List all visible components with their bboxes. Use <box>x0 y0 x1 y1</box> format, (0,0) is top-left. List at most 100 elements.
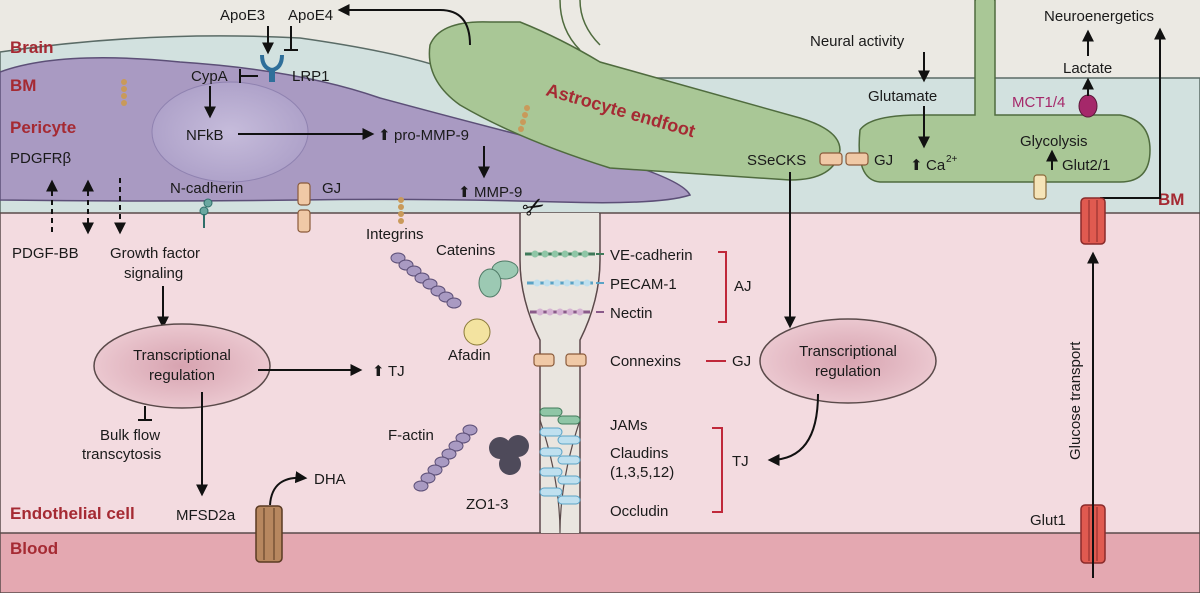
label-aj: AJ <box>734 278 752 295</box>
intercellular-cleft <box>521 213 599 533</box>
nectin-icon <box>530 308 590 316</box>
label-pro-mmp9: pro-MMP-9 <box>394 127 469 144</box>
astrocyte-stalk <box>976 0 994 118</box>
label-integrins: Integrins <box>366 226 424 243</box>
pericyte-nucleus <box>151 81 309 183</box>
label-pdgfbb: PDGF-BB <box>12 245 79 262</box>
label-cypa: CypA <box>191 68 228 85</box>
arrow-glucose-neuro <box>1100 27 1166 199</box>
label-nfkb: NFkB <box>186 127 224 144</box>
label-growth-factor: Growth factor <box>110 245 200 262</box>
label-connexins: Connexins <box>610 353 681 370</box>
label-neuroenergetics: Neuroenergetics <box>1044 8 1154 25</box>
label-glucose-transport: Glucose transport <box>1067 341 1084 460</box>
label-claudins: Claudins <box>610 445 668 462</box>
label-tr-right-2: regulation <box>815 363 881 380</box>
label-lrp1: LRP1 <box>292 68 330 85</box>
region-pericyte: Pericyte <box>10 118 76 137</box>
label-glut21: Glut2/1 <box>1062 157 1110 174</box>
mct-transporter-icon <box>1078 94 1098 118</box>
label-jams: JAMs <box>610 417 648 434</box>
label-glut1: Glut1 <box>1030 512 1066 529</box>
region-endothelial: Endothelial cell <box>10 504 135 523</box>
label-pdgfrb: PDGFRβ <box>10 150 72 167</box>
actin-filament-icon <box>413 424 478 492</box>
label-zo13: ZO1-3 <box>466 496 509 513</box>
gap-junction-icon <box>819 152 869 166</box>
tight-junction-icon <box>539 407 581 505</box>
mfsd2a-transporter-icon <box>255 505 283 563</box>
label-mfsd2a: MFSD2a <box>176 507 236 524</box>
label-vecadherin: VE-cadherin <box>610 247 693 264</box>
label-bulk-flow: Bulk flow <box>100 427 160 444</box>
region-blood: Blood <box>10 539 58 558</box>
label-afadin: Afadin <box>448 347 491 364</box>
lrp1-stem-icon <box>269 68 275 82</box>
label-factin: F-actin <box>388 427 434 444</box>
region-brain: Brain <box>10 38 53 57</box>
integrin-icon <box>398 197 404 224</box>
gap-junction-icon <box>297 209 311 233</box>
region-bm-left: BM <box>10 76 36 95</box>
label-ca-sup: 2+ <box>946 154 958 165</box>
glut21-transporter-icon <box>1033 174 1047 200</box>
label-glycolysis: Glycolysis <box>1020 133 1088 150</box>
cell-junction-outline <box>519 213 601 533</box>
label-gj-pericyte: GJ <box>322 180 341 197</box>
label-occludin: Occludin <box>610 503 668 520</box>
integrin-icon <box>121 79 127 106</box>
pericyte-cell <box>0 57 692 204</box>
label-claudins-types: (1,3,5,12) <box>610 464 674 481</box>
ncadherin-icon <box>203 198 213 208</box>
catenin-icon <box>478 268 502 298</box>
label-glutamate: Glutamate <box>868 88 937 105</box>
label-mmp9: MMP-9 <box>474 184 522 201</box>
ncadherin-icon <box>199 206 209 216</box>
astrocyte-process <box>559 0 601 51</box>
label-tr-right-1: Transcriptional <box>799 343 897 360</box>
label-neural-activity: Neural activity <box>810 33 905 50</box>
label-pecam1: PECAM-1 <box>610 276 677 293</box>
label-tr-left-2: regulation <box>149 367 215 384</box>
gap-junction-icon <box>297 182 311 206</box>
label-gj-connexins: GJ <box>732 353 751 370</box>
region-bm-right: BM <box>1158 190 1184 209</box>
integrin-icon <box>518 105 530 132</box>
transcriptional-regulation-left <box>93 323 271 409</box>
transcriptional-regulation-right <box>759 318 937 404</box>
label-gj-astro: GJ <box>874 152 893 169</box>
label-catenins: Catenins <box>436 242 495 259</box>
ve-cadherin-icon <box>525 250 595 258</box>
label-transcytosis: transcytosis <box>82 446 161 463</box>
up-arrow-icon: ⬆ <box>378 127 391 144</box>
up-arrow-icon: ⬆ <box>458 184 471 201</box>
actin-filament-icon <box>390 252 462 309</box>
zo-protein-icon <box>489 435 529 475</box>
arrow-astro-apoe4 <box>337 4 471 46</box>
connexin-icon <box>533 353 587 367</box>
label-ca: Ca <box>926 157 946 174</box>
pecam1-icon <box>527 279 593 287</box>
arrow-mfsd2a-dha <box>269 471 308 506</box>
afadin-icon <box>463 318 491 346</box>
tj-bracket <box>712 427 723 513</box>
arrow-tr-tj-right <box>767 393 819 466</box>
astrocyte-endfoot <box>428 21 841 181</box>
astrocyte-endfoot-right <box>858 0 1151 183</box>
label-apoe3: ApoE3 <box>220 7 265 24</box>
blood-region <box>0 532 1200 593</box>
label-tr-left-1: Transcriptional <box>133 347 231 364</box>
label-tj-right: TJ <box>732 453 749 470</box>
label-mct14: MCT1/4 <box>1012 94 1065 111</box>
label-nectin: Nectin <box>610 305 653 322</box>
glut1-transporter-icon <box>1080 197 1106 245</box>
label-ssecks: SSeCKS <box>747 152 806 169</box>
label-apoe4: ApoE4 <box>288 7 333 24</box>
label-lactate: Lactate <box>1063 60 1112 77</box>
label-tj-up: TJ <box>388 363 405 380</box>
up-arrow-icon: ⬆ <box>910 157 923 174</box>
aj-bracket <box>718 251 727 323</box>
label-dha: DHA <box>314 471 346 488</box>
